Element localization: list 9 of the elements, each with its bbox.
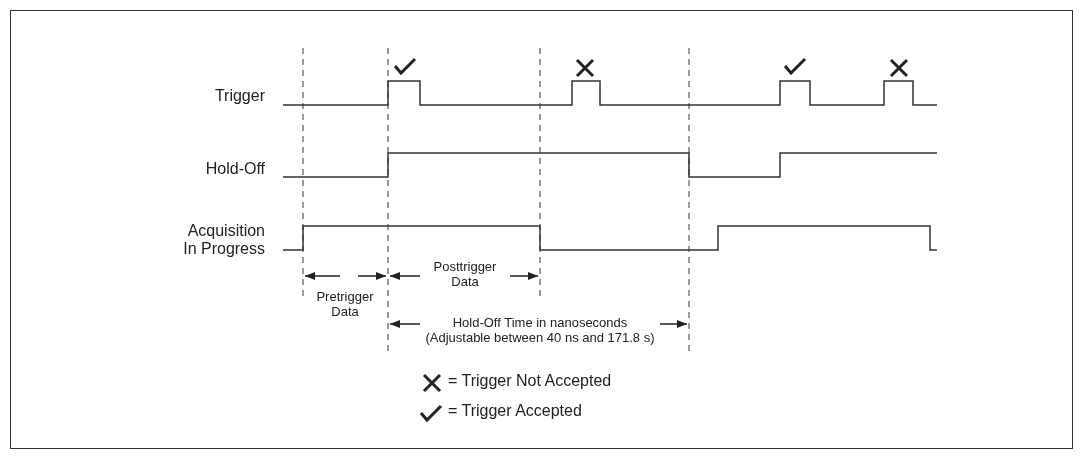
legend-label: = Trigger Accepted (448, 402, 582, 421)
span-label: Posttrigger Data (432, 260, 498, 290)
signal-label: Hold-Off (204, 160, 265, 179)
signal-label: Acquisition In Progress (182, 222, 265, 259)
signal-label: Trigger (213, 87, 265, 106)
note-label: (Adjustable between 40 ns and 171.8 s) (424, 331, 656, 346)
legend-label: = Trigger Not Accepted (448, 372, 612, 391)
span-label: Pretrigger Data (315, 290, 375, 320)
span-label: Hold-Off Time in nanoseconds (451, 316, 629, 331)
